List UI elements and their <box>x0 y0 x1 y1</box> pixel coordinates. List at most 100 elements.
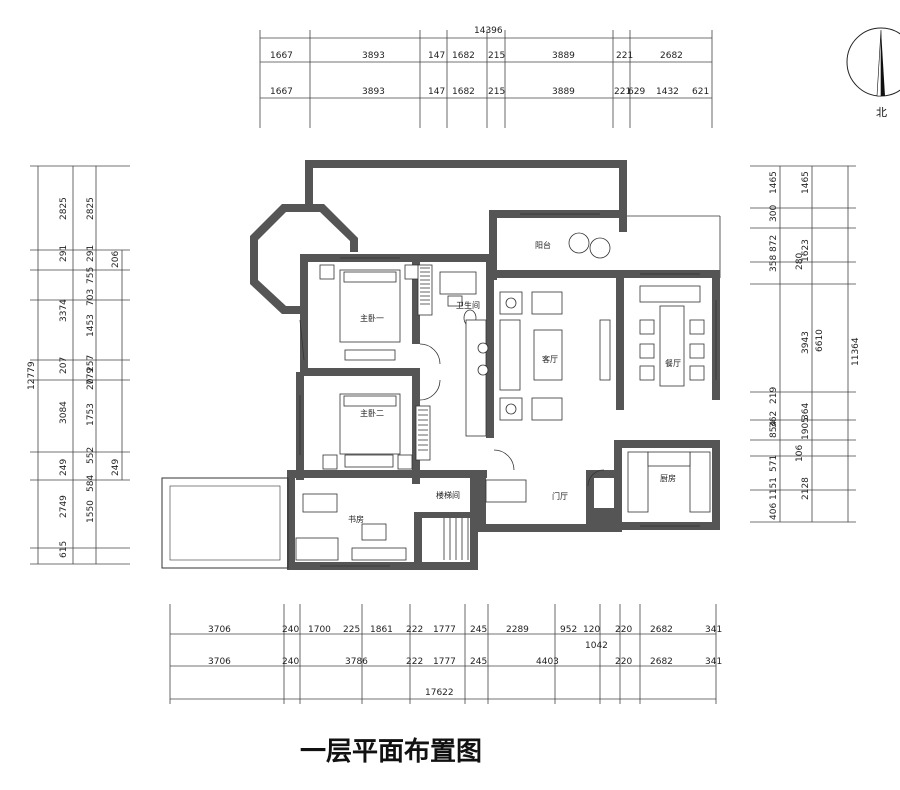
windows <box>299 213 717 567</box>
terrace <box>161 477 289 569</box>
bottom-dim-label: 1700 <box>308 625 331 635</box>
bottom-dim-label: 1777 <box>433 625 456 635</box>
bottom-dim-label: 240 <box>282 625 299 635</box>
right-dim-label: 364 <box>801 403 811 420</box>
bottom-dim-label: 341 <box>705 625 722 635</box>
bottom-dim-label: 120 <box>583 625 600 635</box>
room-label-master2: 主卧二 <box>360 408 384 418</box>
top-dim-label: 3889 <box>552 87 575 97</box>
bottom-dim-label: 3706 <box>208 657 231 667</box>
top-dim-label: 147 <box>428 87 445 97</box>
bottom-dim-label: 222 <box>406 657 423 667</box>
right-dim-label: 854 <box>769 421 779 438</box>
top-dim-label: 221 <box>616 51 633 61</box>
left-dim-label: 1550 <box>86 500 96 523</box>
bottom-dim-label: 1777 <box>433 657 456 667</box>
top-dim-label: 1667 <box>270 87 293 97</box>
bottom-extra-dim: 1042 <box>585 641 608 651</box>
room-label-kitchen: 厨房 <box>660 473 676 483</box>
top-dim-label: 621 <box>692 87 709 97</box>
exterior-walls <box>250 160 721 570</box>
bottom-dim-label: 2682 <box>650 625 673 635</box>
left-dim-label: 755 <box>86 267 96 284</box>
north-arrow-icon <box>846 27 900 97</box>
left-dim-label: 3374 <box>59 299 69 322</box>
right-dim-label: 219 <box>769 387 779 404</box>
left-dim-label: 703 <box>86 289 96 306</box>
room-label-foyer: 门厅 <box>552 491 568 501</box>
bottom-dim-label: 245 <box>470 625 487 635</box>
room-label-living: 客厅 <box>542 354 558 364</box>
top-dim-label: 3893 <box>362 87 385 97</box>
left-dim-label: 249 <box>111 459 121 476</box>
left-dim-label: 2825 <box>86 197 96 220</box>
bottom-dim-label: 2682 <box>650 657 673 667</box>
bottom-dim-label: 220 <box>615 625 632 635</box>
right-dim-label: 1905 <box>801 417 811 440</box>
right-dim-label: 406 <box>769 503 779 520</box>
right-dim-label: 571 <box>769 455 779 472</box>
page-title: 一层平面布置图 <box>300 737 482 767</box>
room-label-stair: 楼梯间 <box>436 490 460 500</box>
right-dim-label: 362 <box>769 411 779 428</box>
left-dim-label: 615 <box>59 541 69 558</box>
right-dim-label: 1465 <box>801 171 811 194</box>
bottom-dimensions <box>169 604 717 704</box>
room-label-dining: 餐厅 <box>665 359 681 368</box>
left-dimensions <box>30 165 130 565</box>
bottom-dim-label: 2289 <box>506 625 529 635</box>
right-dim-label: 3943 <box>801 331 811 354</box>
room-label-bathroom: 卫生间 <box>456 300 480 310</box>
room-label-balcony: 阳台 <box>535 240 551 250</box>
left-dim-label: 552 <box>86 447 96 464</box>
bottom-dim-label: 3786 <box>345 657 368 667</box>
top-dim-label: 147 <box>428 51 445 61</box>
left-total-dim: 12779 <box>27 361 37 390</box>
left-dim-label: 291 <box>86 245 96 262</box>
left-dim-label: 3084 <box>59 401 69 424</box>
right-dim-label: 1623 <box>801 239 811 262</box>
top-dim-label: 1432 <box>656 87 679 97</box>
room-label-master1: 主卧一 <box>360 313 384 323</box>
top-dim-label: 2682 <box>660 51 683 61</box>
right-dim-label: 280 <box>795 253 805 270</box>
bottom-dim-label: 222 <box>406 625 423 635</box>
doors <box>419 343 605 487</box>
right-dim-label: 1151 <box>769 477 779 500</box>
top-dim-label: 221 <box>614 87 631 97</box>
right-dim-label: 1465 <box>769 171 779 194</box>
top-total-dim: 14396 <box>474 26 503 36</box>
left-dim-label: 1453 <box>86 314 96 337</box>
left-dim-label: 207 <box>59 357 69 374</box>
right-dimensions <box>750 165 856 523</box>
bottom-dim-label: 4403 <box>536 657 559 667</box>
right-dim-label: 358 <box>769 255 779 272</box>
top-dim-label: 3893 <box>362 51 385 61</box>
bottom-dim-label: 3706 <box>208 625 231 635</box>
bottom-dim-label: 952 <box>560 625 577 635</box>
bottom-dim-label: 341 <box>705 657 722 667</box>
left-dim-label: 584 <box>86 475 96 492</box>
left-dim-label: 2825 <box>59 197 69 220</box>
top-dim-label: 1682 <box>452 51 475 61</box>
top-dimensions <box>259 30 713 128</box>
left-dim-label: 249 <box>59 459 69 476</box>
bottom-dim-label: 220 <box>615 657 632 667</box>
right-dim-label: 106 <box>795 445 805 462</box>
room-label-study: 书房 <box>348 514 364 524</box>
north-label: 北 <box>876 106 887 119</box>
left-dim-label: 257 <box>86 355 96 372</box>
bottom-dim-label: 240 <box>282 657 299 667</box>
left-dim-label: 291 <box>59 245 69 262</box>
top-dim-label: 1682 <box>452 87 475 97</box>
top-dim-label: 215 <box>488 51 505 61</box>
